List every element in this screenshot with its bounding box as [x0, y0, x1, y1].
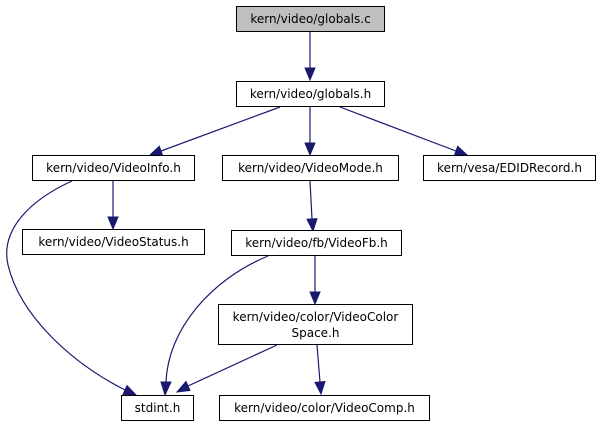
node-edidrecord-h[interactable]: kern/vesa/EDIDRecord.h	[423, 155, 596, 181]
edge-videocolorspace-h-to-stdint-h	[175, 344, 278, 393]
node-videostatus-h[interactable]: kern/video/VideoStatus.h	[22, 229, 205, 255]
edge-globals-h-to-edidrecord-h	[339, 106, 469, 157]
edge-videoinfo-h-to-videostatus-h	[107, 181, 119, 231]
node-videocolorspace-h[interactable]: kern/video/color/VideoColor Space.h	[218, 304, 413, 345]
edge-globals-c-to-globals-h	[304, 32, 316, 82]
node-globals-c[interactable]: kern/video/globals.c	[236, 6, 385, 32]
node-videocomp-h[interactable]: kern/video/color/VideoComp.h	[219, 395, 430, 421]
edge-videomode-h-to-videofb-h	[306, 180, 318, 233]
node-stdint-h[interactable]: stdint.h	[121, 395, 194, 421]
node-label: kern/video/color/VideoColor	[233, 310, 399, 324]
edge-videofb-h-to-videocolorspace-h	[309, 256, 321, 306]
edge-globals-h-to-videoinfo-h	[148, 106, 281, 157]
edge-videoinfo-h-to-stdint-h	[6, 180, 138, 396]
edge-videofb-h-to-stdint-h	[160, 255, 269, 397]
node-label: kern/video/color/VideoComp.h	[234, 401, 415, 415]
node-videofb-h[interactable]: kern/video/fb/VideoFb.h	[231, 230, 402, 256]
node-label-line2: Space.h	[292, 326, 340, 340]
node-label: kern/video/VideoInfo.h	[46, 161, 181, 175]
edge-videocolorspace-h-to-videocomp-h	[314, 344, 326, 396]
node-videoinfo-h[interactable]: kern/video/VideoInfo.h	[32, 155, 195, 181]
node-videomode-h[interactable]: kern/video/VideoMode.h	[222, 155, 399, 181]
node-label: kern/video/globals.c	[250, 12, 370, 26]
node-label: kern/video/globals.h	[250, 87, 371, 101]
edge-globals-h-to-videomode-h	[304, 107, 316, 157]
node-label: stdint.h	[135, 401, 181, 415]
node-globals-h[interactable]: kern/video/globals.h	[236, 81, 385, 107]
node-label: kern/video/VideoStatus.h	[38, 235, 188, 249]
node-label: kern/video/VideoMode.h	[238, 161, 383, 175]
node-label: kern/vesa/EDIDRecord.h	[437, 161, 582, 175]
node-label: kern/video/fb/VideoFb.h	[245, 236, 388, 250]
